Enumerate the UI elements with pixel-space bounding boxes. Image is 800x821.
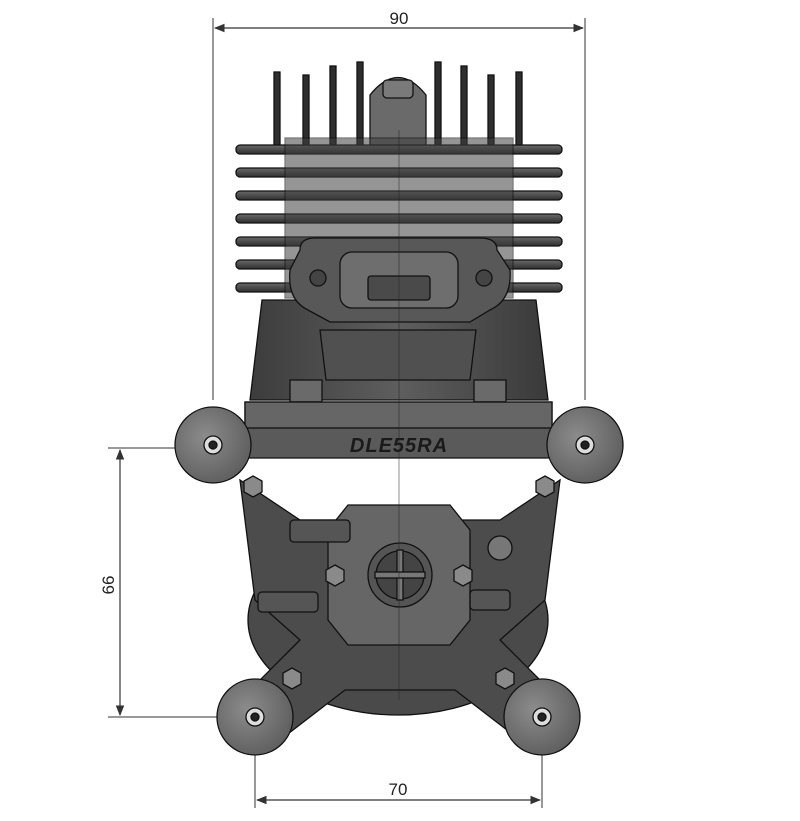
dimension-mount-height-label: 66 [99, 576, 118, 595]
dimension-mount-width-label: 70 [389, 780, 408, 799]
mount-ear-bottom-left [216, 678, 294, 756]
dimension-overall-width-label: 90 [390, 9, 409, 28]
mount-ear-bottom-right [503, 678, 581, 756]
mount-ear-left [174, 406, 252, 484]
dimension-mount-width: 70 [254, 735, 543, 808]
engine-drawing [174, 61, 624, 756]
dimension-overall-width: 90 [212, 9, 586, 400]
model-label: DLE55RA [350, 435, 448, 457]
dimension-mount-height: 66 [99, 447, 240, 718]
mount-ear-right [546, 406, 624, 484]
carb-intake [367, 542, 433, 608]
hex-bolt-icon [243, 475, 555, 690]
